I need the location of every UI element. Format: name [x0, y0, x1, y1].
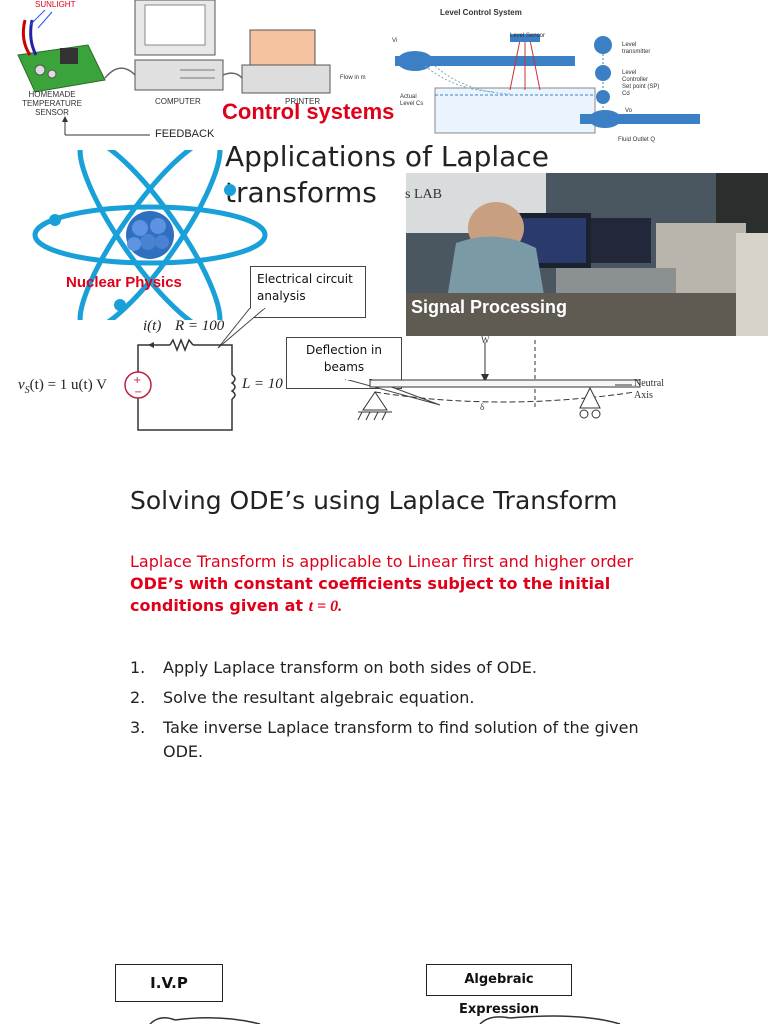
circuit-callout-pointer	[217, 308, 266, 349]
sensor-chip	[60, 48, 78, 64]
resistor-label: R = 100	[175, 318, 225, 334]
level-control-diagram	[395, 34, 700, 134]
source-label: vS(t) = 1 u(t) V	[18, 377, 108, 396]
printer	[249, 29, 316, 71]
flow-slide: I.V.P Algebraic Expression	[0, 940, 768, 1024]
ode-slide-title: Solving ODE’s using Laplace Transform	[130, 486, 618, 515]
inlet-pipe	[395, 56, 575, 66]
level-transmitter-label: Level transmitter	[622, 42, 651, 55]
feedback-label: FEEDBACK	[155, 128, 215, 140]
signal-processing-label: Signal Processing	[411, 297, 568, 317]
inductor-label: L = 10	[242, 376, 283, 392]
algebraic-expression-box: Algebraic Expression	[426, 964, 572, 1017]
deflection-callout-pointer	[344, 379, 441, 406]
voltage-source-symbol	[124, 371, 152, 399]
current-label: i(t)	[143, 318, 162, 334]
step-item: 3.Take inverse Laplace transform to find…	[130, 718, 639, 761]
ivp-box: I.V.P	[115, 964, 223, 1002]
computer-case	[134, 59, 224, 91]
computer-label: COMPUTER	[155, 97, 201, 106]
atom-icon	[32, 150, 268, 320]
nuclear-physics-label: Nuclear Physics	[66, 274, 182, 291]
level-controller-label: Level Controller Set point (SP) Cd	[622, 70, 660, 97]
flow-in-label: Flow in m	[340, 75, 366, 81]
beam-diagram	[357, 340, 641, 421]
lab-sign: s LAB	[405, 187, 442, 202]
load-label: W	[481, 335, 490, 345]
ode-slide: Solving ODE’s using Laplace Transform La…	[0, 460, 768, 930]
resistor-symbol	[169, 337, 194, 353]
level-control-title: Level Control System	[440, 8, 522, 17]
ode-steps-list: 1.Apply Laplace transform on both sides …	[130, 656, 650, 764]
printer-label: PRINTER	[285, 97, 321, 106]
ode-intro: Laplace Transform is applicable to Linea…	[130, 552, 634, 615]
circuit-callout: Electrical circuit analysis	[250, 266, 366, 318]
vo-label: Vo	[625, 108, 633, 114]
signal-processing-photo	[406, 173, 768, 336]
applications-slide: SUNLIGHT HOMEMADE TEMPERATURE SENSOR COM…	[0, 0, 768, 440]
step-item: 2.Solve the resultant algebraic equation…	[130, 688, 475, 707]
delta-label: δ	[480, 402, 485, 412]
actual-level-label: Actual Level Cs	[400, 94, 424, 107]
sensor-label: HOMEMADE TEMPERATURE SENSOR	[22, 90, 82, 117]
level-sensor-label: Level Sensor	[510, 33, 546, 39]
neutral-axis-label: Neutral Axis	[634, 378, 664, 401]
step-item: 1.Apply Laplace transform on both sides …	[130, 658, 537, 677]
flow-arrows	[149, 1015, 621, 1024]
control-system-diagram	[17, 0, 331, 136]
outlet-pipe	[580, 114, 700, 124]
svg-text:+: +	[133, 375, 141, 386]
slide-title: Applications of Laplace transforms	[225, 140, 549, 209]
inductor-symbol	[230, 374, 236, 400]
rl-circuit-diagram: + −	[124, 337, 236, 431]
svg-text:−: −	[134, 387, 142, 398]
vi-label: Vi	[392, 38, 398, 44]
fluid-outlet-label: Fluid Outlet Q	[618, 137, 656, 143]
control-systems-label: Control systems	[222, 99, 395, 124]
sunlight-label: SUNLIGHT	[35, 0, 76, 9]
